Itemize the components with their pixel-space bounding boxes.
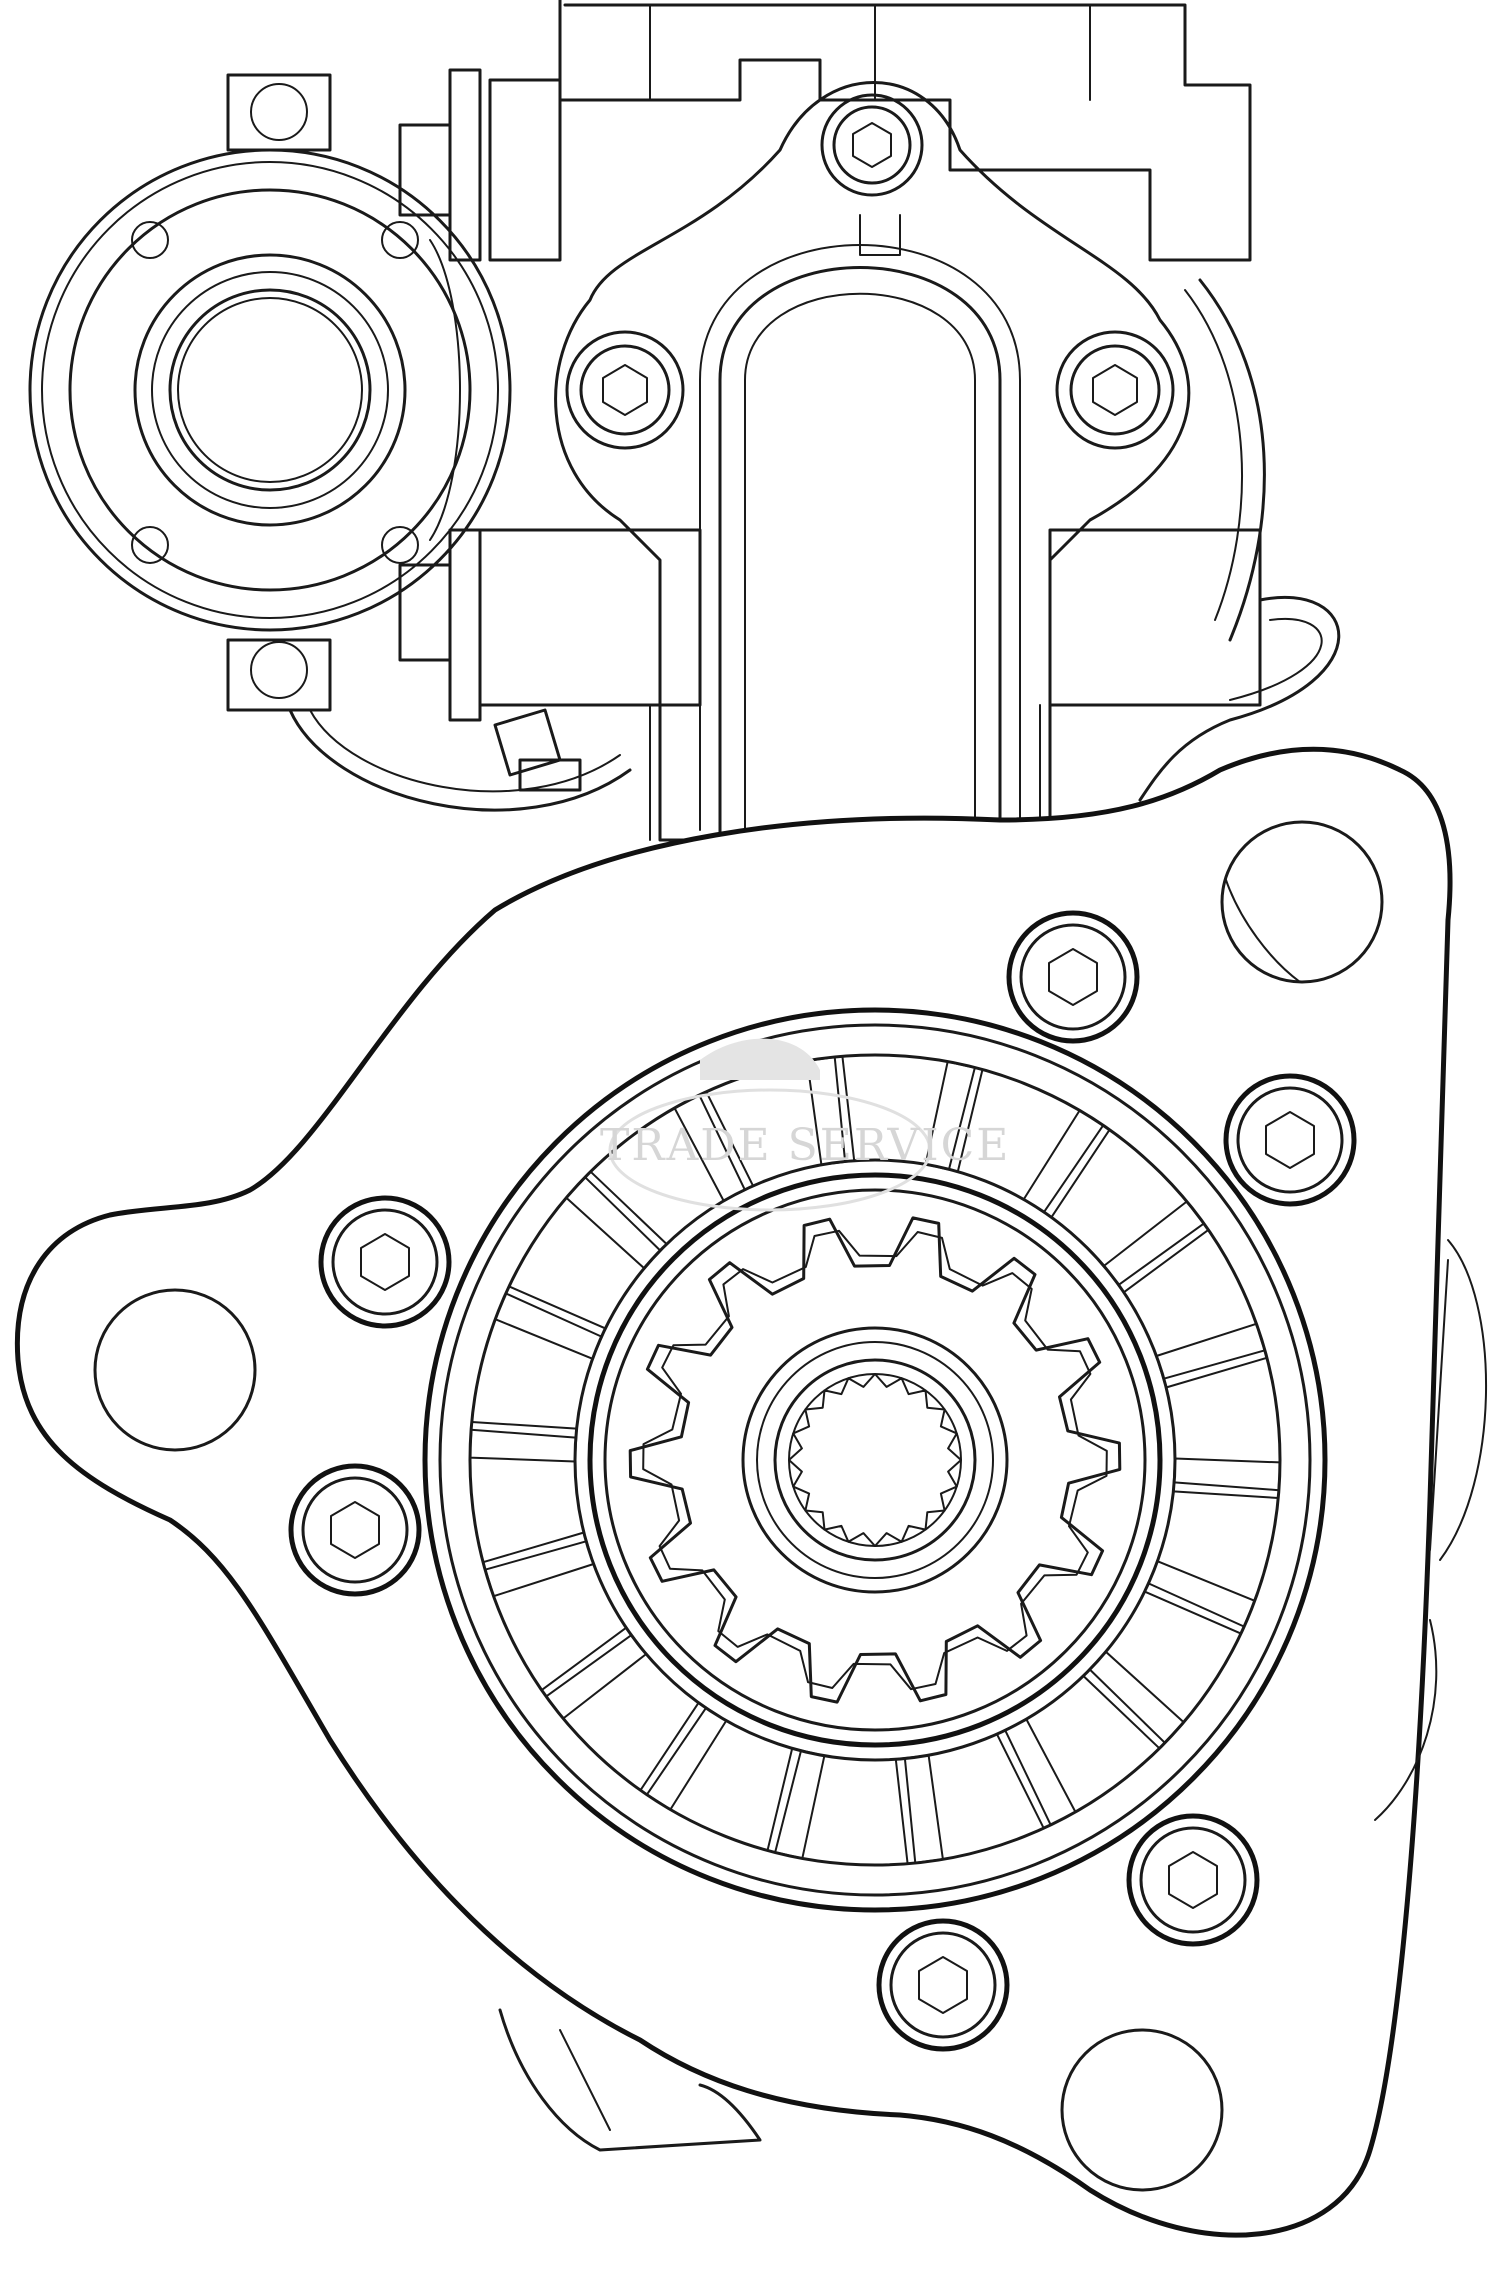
housing-bolt-right: [1055, 330, 1175, 450]
upper-housing: [28, 0, 1341, 842]
clutch-rib: [924, 1060, 984, 1173]
clutch-rib: [565, 1170, 668, 1270]
watermark-text: TRADE SERVICE: [600, 1120, 1010, 1171]
clutch-rib: [1143, 1560, 1256, 1635]
clutch-rib: [540, 1626, 648, 1720]
clutch-rib: [482, 1531, 595, 1598]
clutch-rib: [1022, 1109, 1111, 1219]
clutch-rib: [1155, 1322, 1268, 1389]
drive-assembly: [422, 1007, 1328, 1913]
clutch-ribs: [469, 1055, 1281, 1865]
flange-bolt-1: [1006, 910, 1140, 1044]
clutch-rib: [894, 1754, 944, 1865]
clutch-rib: [1082, 1650, 1185, 1750]
clutch-rib: [1102, 1200, 1210, 1294]
mounting-hole-left: [93, 1288, 257, 1452]
clutch-rib: [469, 1421, 578, 1463]
pinion-gear: [628, 1216, 1122, 1704]
housing-bolt-left: [565, 330, 685, 450]
flange-bolt-4: [288, 1463, 422, 1597]
watermark: TRADE SERVICE: [600, 1038, 1010, 1212]
housing-bolt-top: [820, 93, 924, 197]
mounting-hole-top-right: [1220, 820, 1384, 984]
clutch-rib: [1172, 1457, 1281, 1499]
clutch-rib: [766, 1747, 826, 1860]
flange-bolt-5: [1126, 1813, 1260, 1947]
flange-bolt-6: [876, 1918, 1010, 2052]
clutch-rib: [494, 1285, 607, 1360]
pinion-shaft: [741, 1326, 1009, 1594]
mounting-hole-bottom-right: [1060, 2028, 1224, 2192]
flange-bolt-2: [1223, 1073, 1357, 1207]
clutch-rib: [639, 1701, 728, 1811]
flange-bolt-3: [318, 1195, 452, 1329]
mounting-flange: [14, 746, 1488, 2238]
clutch-rib: [806, 1055, 856, 1166]
clutch-rib: [673, 1090, 755, 1202]
clutch-rib: [995, 1718, 1077, 1830]
